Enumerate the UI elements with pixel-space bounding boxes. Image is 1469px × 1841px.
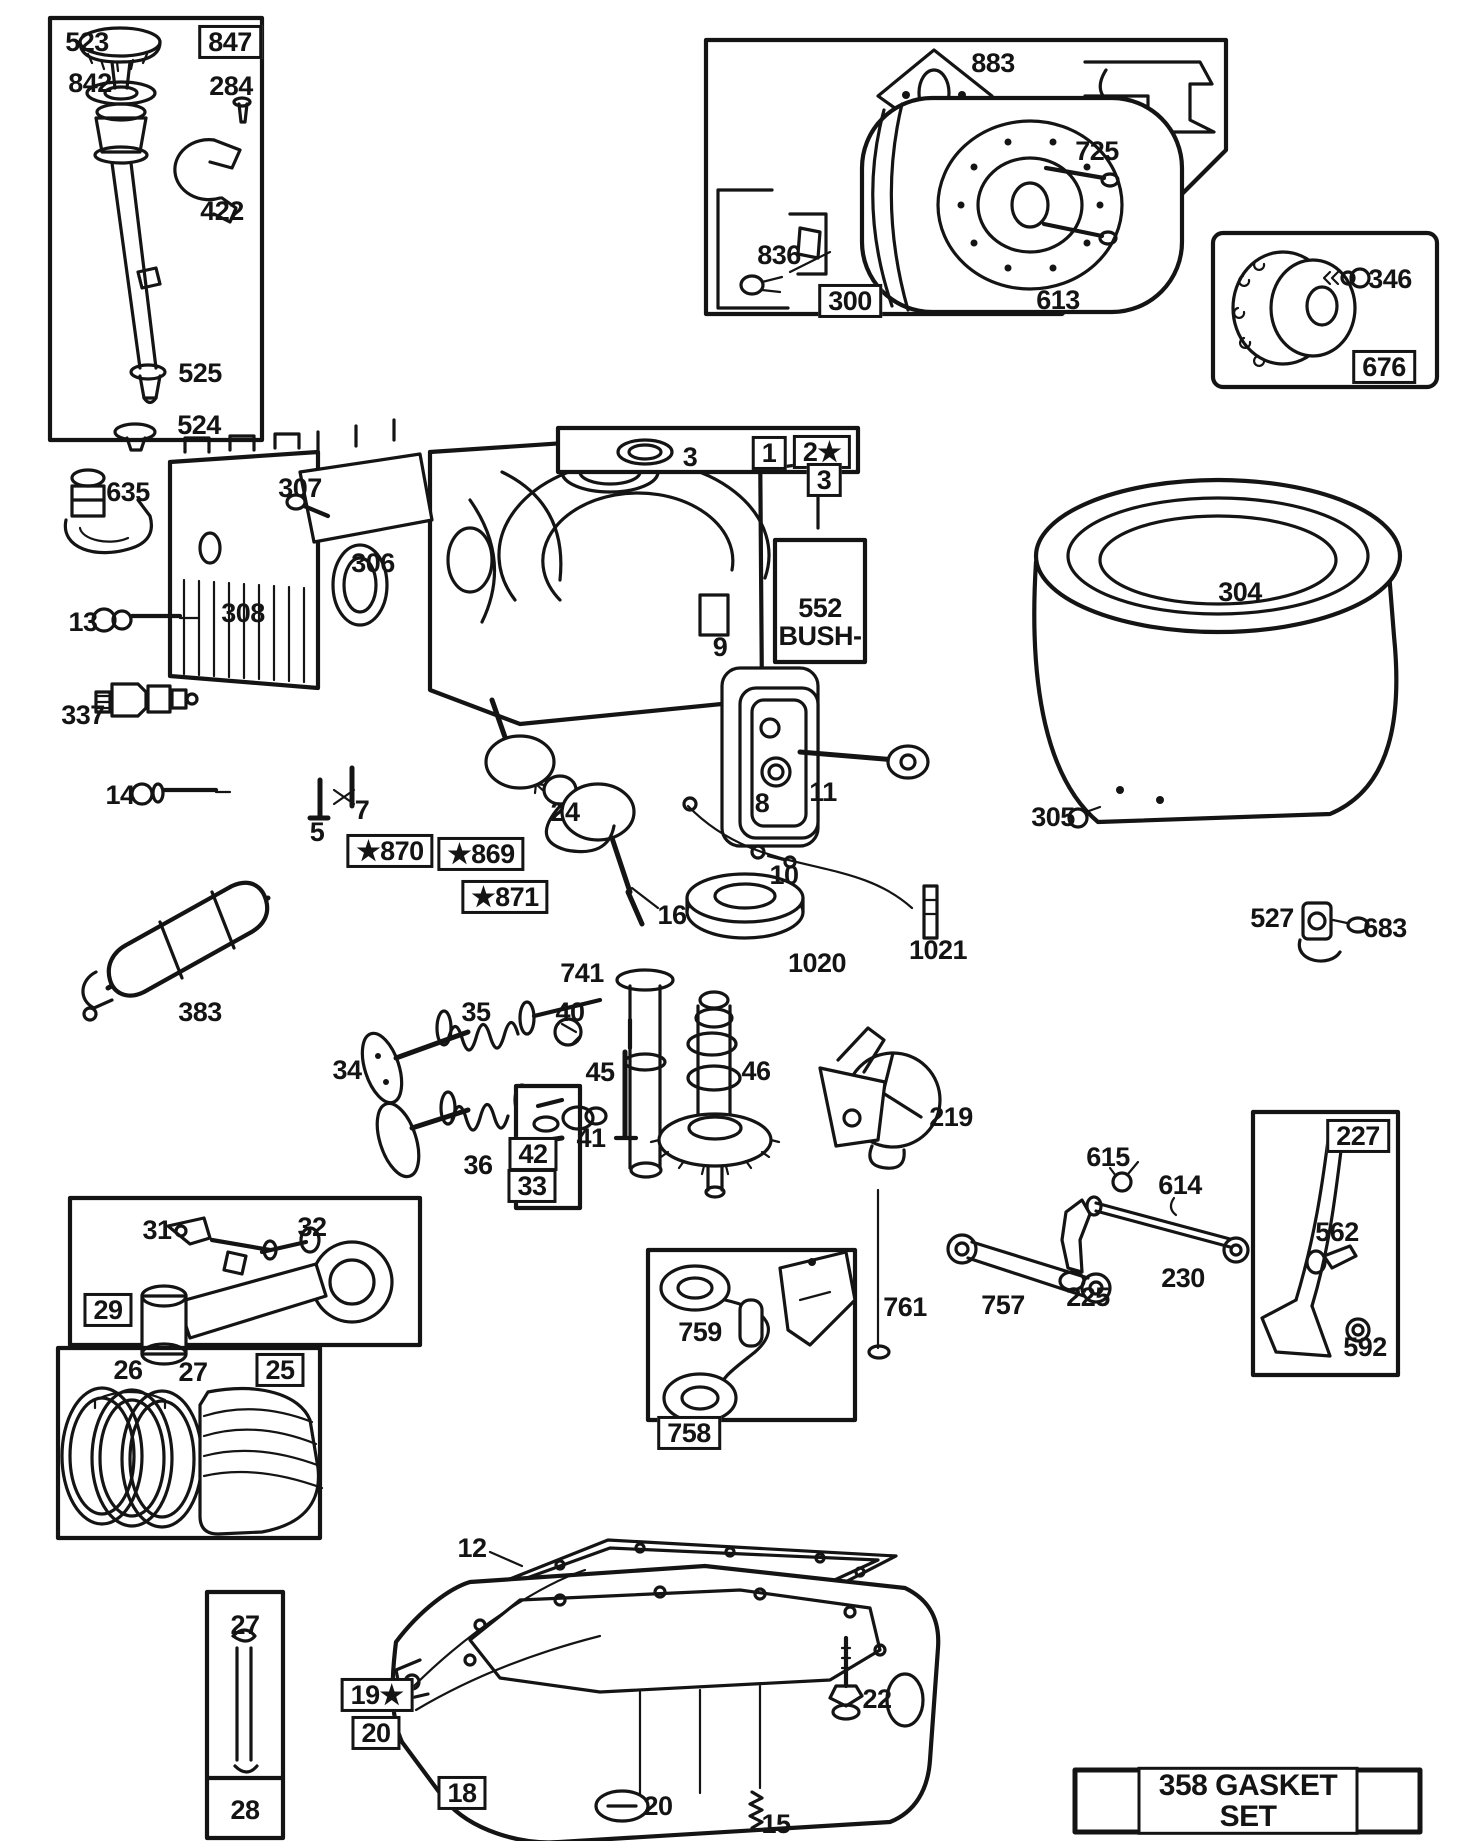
connecting-rod-box-drawing — [67, 1195, 423, 1366]
part-label-524-6: 524 — [177, 409, 221, 440]
dipstick-tube-strip-drawing — [204, 1589, 286, 1841]
part-label-36-53: 36 — [463, 1149, 493, 1180]
part-label-22-77: 22 — [862, 1683, 892, 1714]
part-label-523-0: 523 — [65, 26, 109, 57]
part-label-27-79: 27 — [230, 1609, 260, 1640]
part-label-552-bush-25: 552 BUSH- — [778, 592, 863, 651]
part-label-19-73: 19★ — [340, 1677, 414, 1713]
part-label-35-45: 35 — [461, 996, 491, 1027]
part-label-592-71: 592 — [1343, 1331, 1387, 1362]
blower-housing-drawing — [1032, 477, 1403, 829]
part-label-9-26: 9 — [712, 631, 728, 662]
part-label-45-48: 45 — [585, 1056, 615, 1087]
part-label-1021-38: 1021 — [908, 934, 968, 965]
part-label-358-gasket-set-81: 358 GASKET SET — [1137, 1766, 1359, 1836]
part-label-31-55: 31 — [142, 1214, 172, 1245]
governor-links-drawing — [867, 1160, 1250, 1360]
part-label-3-21: 3 — [682, 441, 698, 472]
part-label-12-72: 12 — [457, 1532, 487, 1563]
part-label-42-51: 42 — [508, 1136, 558, 1172]
part-label-758-62: 758 — [657, 1415, 721, 1451]
part-label-15-78: 15 — [761, 1808, 791, 1839]
part-label-227-69: 227 — [1326, 1118, 1390, 1154]
part-label-725-8: 725 — [1075, 135, 1119, 166]
part-label-34-47: 34 — [332, 1054, 362, 1085]
stop-switch-drawing — [1297, 901, 1370, 963]
part-label-10-36: 10 — [769, 859, 799, 890]
part-label-24-29: 24 — [550, 796, 580, 827]
oil-sump-drawing — [390, 1538, 941, 1841]
part-label-33-52: 33 — [507, 1168, 557, 1204]
part-label-20-76: 20 — [643, 1790, 673, 1821]
small-parts-left-drawing — [63, 468, 331, 806]
part-label-25-60: 25 — [255, 1352, 305, 1388]
part-label-613-11: 613 — [1036, 284, 1080, 315]
part-label-761-63: 761 — [883, 1291, 927, 1322]
part-label-41-50: 41 — [576, 1122, 606, 1153]
part-label-32-56: 32 — [297, 1211, 327, 1242]
part-label-883-7: 883 — [971, 47, 1015, 78]
part-label-27-59: 27 — [178, 1356, 208, 1387]
part-label-676-13: 676 — [1352, 349, 1416, 385]
part-label-308-17: 308 — [221, 597, 265, 628]
counterweight-box-drawing — [645, 1247, 858, 1424]
part-label-13-18: 13 — [68, 606, 98, 637]
part-label-757-64: 757 — [981, 1289, 1025, 1320]
part-label-847-1: 847 — [198, 24, 262, 60]
part-label-1-22: 1 — [751, 435, 787, 471]
part-label-284-3: 284 — [209, 70, 253, 101]
part-label-16-35: 16 — [657, 899, 687, 930]
part-label-527-41: 527 — [1250, 902, 1294, 933]
part-label-20-74: 20 — [351, 1715, 401, 1751]
part-label-422-4: 422 — [200, 195, 244, 226]
part-label-46-49: 46 — [741, 1055, 771, 1086]
part-label-871-34: ★871 — [461, 879, 549, 915]
part-label-11-28: 11 — [809, 776, 837, 807]
part-label-346-12: 346 — [1368, 263, 1412, 294]
dipstick-assembly-drawing — [47, 15, 265, 452]
part-label-842-2: 842 — [68, 67, 112, 98]
crankshaft-drawing — [484, 697, 939, 940]
part-label-225-68: 225 — [1066, 1281, 1110, 1312]
part-label-683-42: 683 — [1363, 912, 1407, 943]
part-label-562-70: 562 — [1315, 1216, 1359, 1247]
muffler-group-drawing — [703, 37, 1229, 317]
part-label-615-65: 615 — [1086, 1141, 1130, 1172]
breather-plate-drawing — [720, 666, 930, 869]
part-label-525-5: 525 — [178, 357, 222, 388]
flange-box-drawing — [1210, 230, 1440, 390]
part-label-14-20: 14 — [105, 779, 135, 810]
part-label-307-15: 307 — [278, 472, 322, 503]
piston-box-drawing — [55, 1345, 324, 1541]
part-label-28-80: 28 — [230, 1794, 260, 1825]
part-label-304-39: 304 — [1218, 576, 1262, 607]
part-label-383-43: 383 — [178, 996, 222, 1027]
part-label-741-44: 741 — [560, 957, 604, 988]
part-label-305-40: 305 — [1031, 801, 1075, 832]
part-label-869-33: ★869 — [437, 836, 525, 872]
part-label-8-27: 8 — [754, 787, 770, 818]
part-label-836-9: 836 — [757, 239, 801, 270]
governor-drawing — [818, 1026, 942, 1170]
part-label-40-46: 40 — [555, 996, 585, 1027]
part-label-18-75: 18 — [437, 1775, 487, 1811]
part-label-300-10: 300 — [818, 283, 882, 319]
part-label-337-19: 337 — [61, 699, 105, 730]
part-label-219-54: 219 — [929, 1101, 973, 1132]
part-label-759-61: 759 — [678, 1316, 722, 1347]
part-label-614-66: 614 — [1158, 1169, 1202, 1200]
muffler-guard-drawing — [81, 880, 271, 1022]
part-label-26-58: 26 — [113, 1354, 143, 1385]
part-label-870-32: ★870 — [346, 833, 434, 869]
part-label-306-16: 306 — [351, 547, 395, 578]
part-label-635-14: 635 — [106, 476, 150, 507]
part-label-1020-37: 1020 — [787, 947, 847, 978]
part-label-5-30: 5 — [309, 816, 325, 847]
part-label-3-24: 3 — [806, 462, 842, 498]
part-label-230-67: 230 — [1161, 1262, 1205, 1293]
part-label-29-57: 29 — [83, 1292, 133, 1328]
part-label-7-31: 7 — [354, 794, 370, 825]
